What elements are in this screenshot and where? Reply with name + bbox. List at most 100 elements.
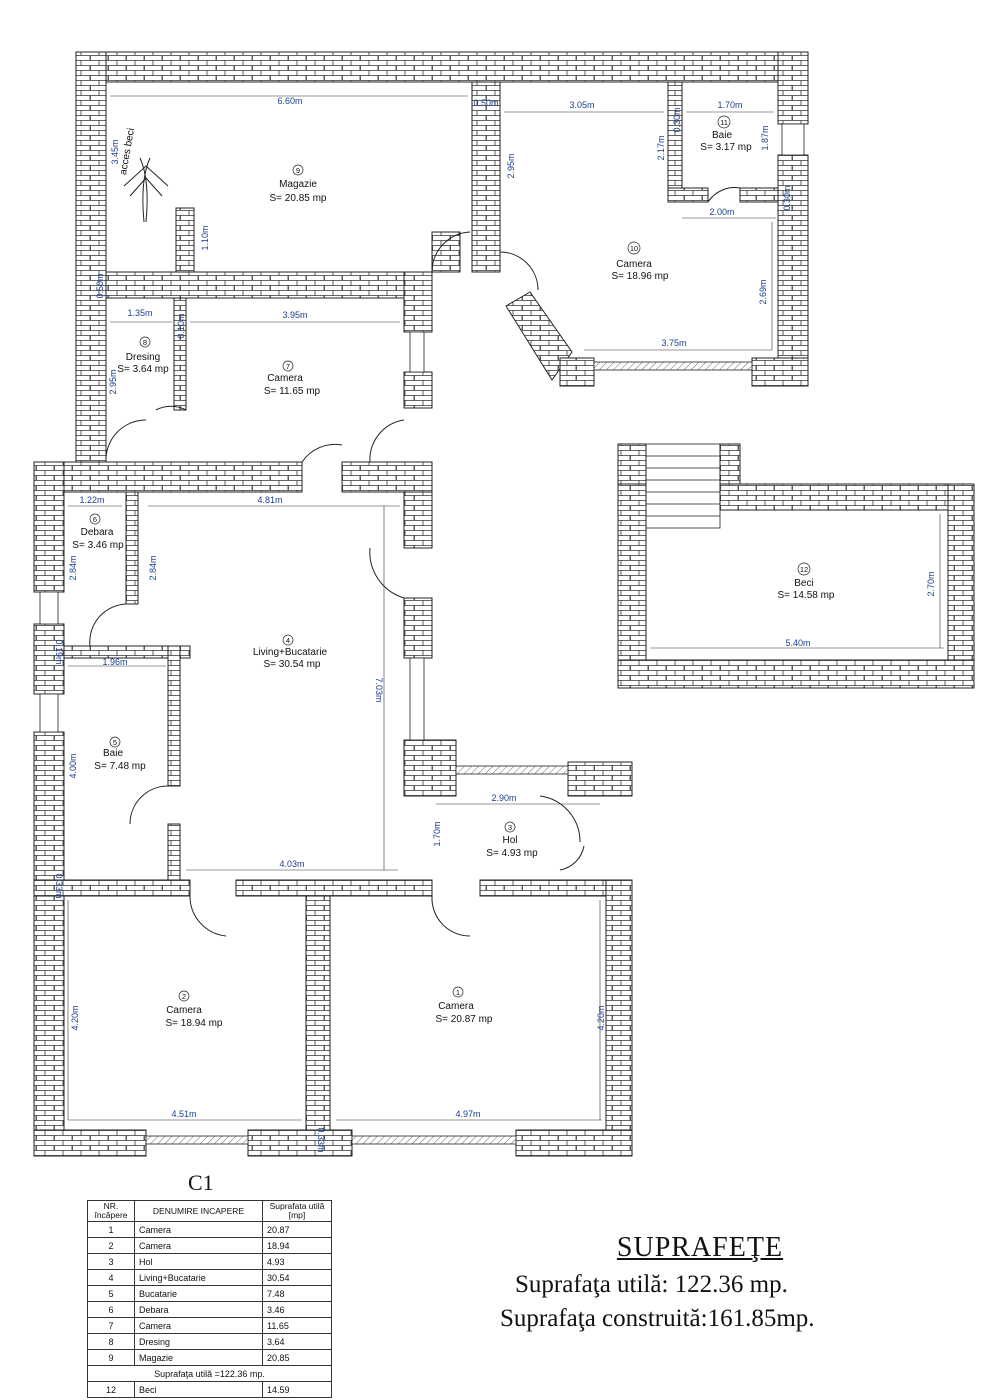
- cell-name: Magazie: [134, 1349, 263, 1366]
- dimension-label: 1.87m: [760, 125, 770, 150]
- dimension-label: 2.90m: [491, 793, 516, 803]
- cell-name: Camera: [134, 1317, 263, 1334]
- door-swing: [707, 187, 741, 203]
- room-name: Beci: [794, 578, 813, 589]
- door-swing: [89, 603, 127, 647]
- cell-area: 20.85: [262, 1349, 332, 1366]
- windows: [39, 123, 805, 1145]
- dimension-label: 6.60m: [277, 96, 302, 106]
- cell-nr: 12: [87, 1381, 135, 1398]
- dimension-label: 4.20m: [70, 1005, 80, 1030]
- room-number: 9: [296, 166, 300, 175]
- dimension-label: 4.51m: [171, 1109, 196, 1119]
- window: [781, 123, 805, 156]
- wall-beci-north: [719, 483, 975, 511]
- table-title: C1: [188, 1170, 214, 1195]
- dimension-label: 4.00m: [68, 753, 78, 778]
- room-5: 5 Baie S= 7.48 mp: [94, 736, 146, 772]
- room-area: S= 18.96 mp: [612, 271, 669, 282]
- header-name: DENUMIRE INCAPERE: [134, 1200, 263, 1222]
- dimension-label: 0.19m: [54, 639, 64, 664]
- room-4: 4 Living+Bucatarie S= 30.54 mp: [253, 634, 328, 670]
- cell-nr: 3: [87, 1253, 135, 1270]
- wall-east-living-top: [403, 491, 433, 549]
- door-swing: [139, 157, 151, 223]
- dimension-label: 1.96m: [102, 657, 127, 667]
- room-11: 11 Baie S= 3.17 mp: [700, 115, 752, 153]
- cell-area: 30.54: [262, 1269, 332, 1286]
- cell-nr: 6: [87, 1301, 135, 1318]
- room-area: S= 14.58 mp: [778, 590, 835, 601]
- doors: [89, 157, 741, 937]
- room-name: Baie: [712, 130, 732, 141]
- room-7: 7 Camera S= 11.65 mp: [264, 360, 321, 397]
- cell-area: 18.94: [262, 1237, 332, 1254]
- room-labels: 9 Magazie S= 20.85 mp 10 Camera S= 18.96…: [72, 115, 835, 1029]
- wall-south-1: [33, 1129, 147, 1157]
- cell-nr: 9: [87, 1349, 135, 1366]
- window: [39, 591, 59, 625]
- door-swing: [189, 895, 227, 937]
- cell-area: 4.93: [262, 1253, 332, 1270]
- subtotal-cell: Suprafaţa utilă =122.36 mp.: [87, 1365, 332, 1382]
- window: [39, 693, 59, 733]
- dimension-label: 2.84m: [148, 555, 158, 580]
- wall-bedroom-partition: [305, 895, 331, 1133]
- cell-nr: 8: [87, 1333, 135, 1350]
- room-12: 12 Beci S= 14.58 mp: [778, 562, 835, 601]
- wall-lower-mid-w: [33, 879, 191, 897]
- summary-title: SUPRAFEŢE: [616, 1232, 784, 1263]
- door-swing: [301, 443, 343, 463]
- wall-south-3: [515, 1129, 633, 1157]
- cell-nr: 4: [87, 1269, 135, 1286]
- dimension-label: 0.10m: [176, 313, 186, 338]
- dimension-label: 4.20m: [596, 1005, 606, 1030]
- dimension-label: 0.50m: [473, 98, 498, 108]
- room-name: Camera: [438, 1001, 474, 1012]
- wall-lower-mid-c: [235, 879, 433, 897]
- dimension-label: 0.33m: [54, 873, 64, 898]
- room-3: 3 Hol S= 4.93 mp: [486, 821, 538, 859]
- stair-access-label: acces beci: [118, 127, 137, 175]
- table-subtotal-row: Suprafaţa utilă =122.36 mp.: [87, 1365, 332, 1382]
- door-swing: [499, 251, 539, 291]
- room-name: Magazie: [279, 179, 317, 190]
- dimension-label: 2.17m: [656, 135, 666, 160]
- wall-partition-9-10-lower: [431, 231, 461, 273]
- wall-stair-pier: [175, 207, 195, 273]
- cell-name: Living+Bucatarie: [134, 1269, 263, 1286]
- stair-arrows: [123, 165, 169, 197]
- wall-middle-west: [33, 461, 303, 493]
- room-area: S= 7.48 mp: [94, 761, 146, 772]
- dimension-label: 2.95m: [108, 369, 118, 394]
- wall-east-upper: [777, 51, 809, 125]
- wall-east-room-7: [403, 271, 433, 333]
- dimension-label: 2.95m: [506, 153, 516, 178]
- dimension-label: 1.10m: [200, 225, 210, 250]
- dimension-label: 3.05m: [569, 100, 594, 110]
- dimension-lines: [67, 95, 944, 1121]
- room-number: 10: [630, 244, 638, 253]
- cell-name: Hol: [134, 1253, 263, 1270]
- dimension-label: 3.95m: [282, 310, 307, 320]
- dimension-label: 2.00m: [709, 207, 734, 217]
- cell-nr: 5: [87, 1285, 135, 1302]
- wall-middle-east: [341, 461, 433, 493]
- door-swing: [105, 419, 147, 463]
- window: [409, 331, 425, 373]
- dimension-label: 4.97m: [455, 1109, 480, 1119]
- room-area: S= 30.54 mp: [264, 659, 321, 670]
- dimension-label: 4.03m: [279, 859, 304, 869]
- room-6: 6 Debara S= 3.46 mp: [72, 513, 124, 551]
- wall-bath-11-south-2: [739, 187, 779, 203]
- door-swing: [129, 785, 169, 825]
- floor-plan: 9 Magazie S= 20.85 mp 10 Camera S= 18.96…: [33, 51, 975, 1157]
- dimension-label: 0.30m: [782, 185, 792, 210]
- cell-nr: 2: [87, 1237, 135, 1254]
- room-area: S= 18.94 mp: [166, 1018, 223, 1029]
- room-number: 1: [456, 988, 460, 997]
- room-2: 2 Camera S= 18.94 mp: [166, 990, 223, 1029]
